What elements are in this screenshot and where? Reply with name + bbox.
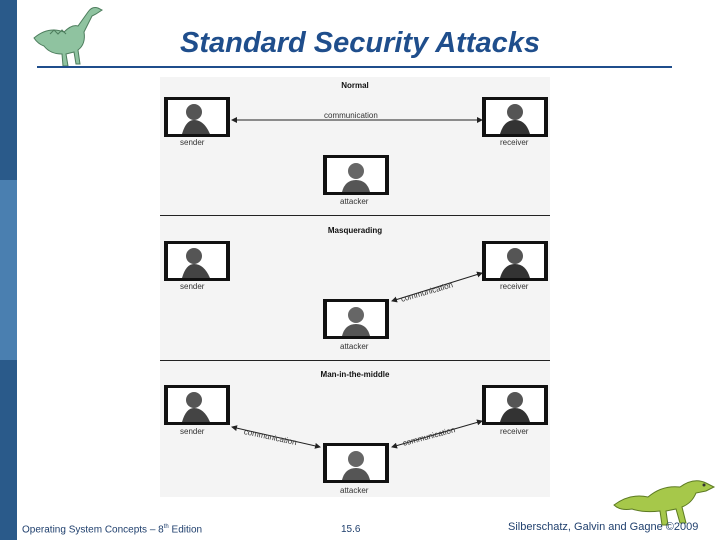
masquerade-comm-arrow [391, 271, 483, 303]
section-divider [160, 215, 550, 216]
receiver-label: receiver [500, 138, 529, 147]
footer-copyright: Silberschatz, Galvin and Gagne ©2009 [508, 521, 699, 533]
side-bar-segment [0, 180, 17, 360]
attacker-label: attacker [340, 342, 369, 351]
sender-portrait [164, 241, 230, 281]
sender-portrait [164, 385, 230, 425]
mitm-left-comm-arrow [231, 425, 321, 449]
attacker-portrait [323, 155, 389, 195]
sender-label: sender [180, 282, 205, 291]
section-title-normal: Normal [341, 81, 369, 90]
sender-label: sender [180, 138, 205, 147]
dinosaur-logo-icon [33, 7, 103, 67]
dinosaur-logo-icon [613, 480, 716, 526]
side-bar-segment [0, 0, 17, 180]
section-title-masquerading: Masquerading [327, 226, 383, 235]
slide-title: Standard Security Attacks [180, 27, 540, 59]
arrows-layer [231, 117, 483, 449]
attacker-portrait [323, 299, 389, 339]
attacker-label: attacker [340, 197, 369, 206]
attacker-portrait [323, 443, 389, 483]
receiver-portrait [482, 97, 548, 137]
receiver-label: receiver [500, 427, 529, 436]
receiver-portrait [482, 385, 548, 425]
page-number: 15.6 [341, 524, 361, 535]
sender-portrait [164, 97, 230, 137]
side-bar-segment [0, 360, 17, 540]
title-rule [37, 66, 672, 68]
section-divider [160, 360, 550, 361]
attacker-label: attacker [340, 486, 369, 495]
sender-label: sender [180, 427, 205, 436]
section-title-mitm: Man-in-the-middle [320, 370, 390, 379]
receiver-label: receiver [500, 282, 529, 291]
comm-label: communication [324, 111, 378, 120]
security-attacks-figure: Normal sender receiver communication att… [160, 77, 550, 497]
side-bar [0, 0, 17, 540]
receiver-portrait [482, 241, 548, 281]
footer-book-title: Operating System Concepts – 8th Edition [22, 524, 203, 536]
mitm-right-comm-arrow [391, 419, 483, 449]
